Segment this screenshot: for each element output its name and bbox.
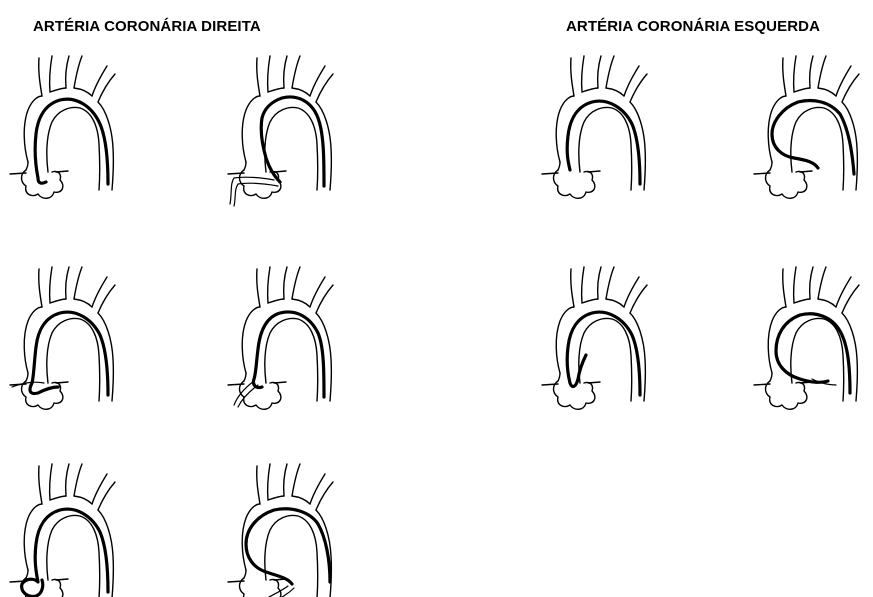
rca-panel-2 [228, 56, 333, 206]
catheter-lca-1 [567, 101, 640, 184]
rca-panel-5 [10, 464, 115, 597]
catheter-rca-2 [261, 97, 324, 186]
catheter-rca-5 [22, 509, 108, 596]
lca-panel-3 [542, 267, 647, 409]
lca-panel-4 [754, 267, 859, 409]
lca-panel-1 [542, 56, 647, 198]
catheter-rca-4 [253, 312, 324, 397]
catheter-lca-3 [567, 312, 640, 395]
rca-panel-6 [228, 464, 333, 597]
lca-panel-2 [754, 56, 859, 198]
rca-panel-1 [10, 56, 115, 198]
catheter-rca-1 [35, 99, 108, 184]
catheter-lca-4 [776, 314, 850, 393]
rca-panel-4 [228, 267, 333, 409]
rca-panel-3 [10, 267, 115, 409]
